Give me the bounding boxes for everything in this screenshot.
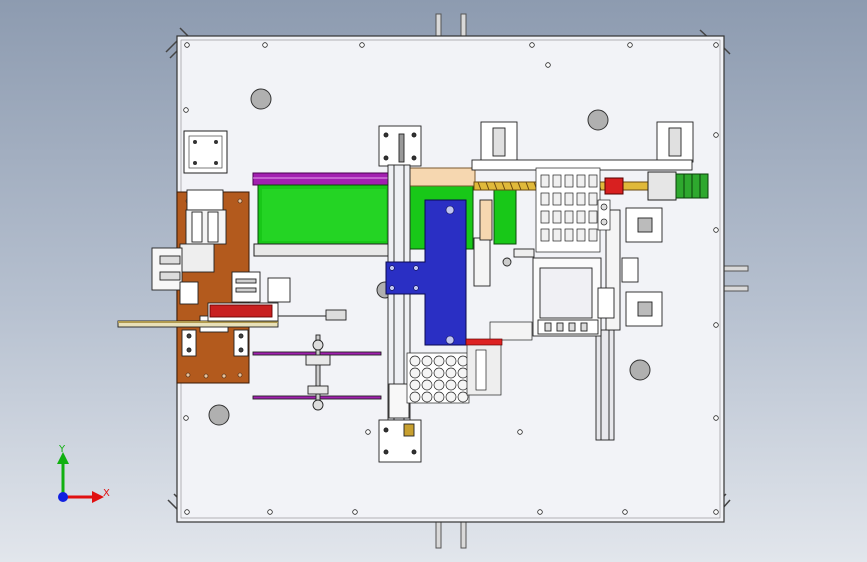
- top-pins: [435, 13, 467, 37]
- top-brackets: [471, 121, 694, 171]
- ball-screw: [473, 171, 709, 201]
- x-axis-label: X: [103, 488, 110, 499]
- y-axis-label: Y: [58, 444, 66, 455]
- blue-carriage: [385, 199, 467, 346]
- coordinate-triad: Y X: [57, 444, 110, 503]
- center-right-housing: [473, 199, 615, 337]
- feed-bar: [117, 302, 347, 328]
- pulley-assembly: [252, 334, 382, 411]
- right-guide-rail: [595, 207, 663, 441]
- parts-tray-lower: [406, 321, 533, 404]
- left-mount-bracket: [183, 130, 228, 174]
- bottom-pins: [435, 521, 467, 549]
- mounting-holes: [208, 88, 651, 426]
- peach-mount-plate: [404, 167, 476, 187]
- right-pins: [723, 265, 749, 292]
- z-axis-dot: [58, 492, 68, 502]
- parts-tray-upper: [535, 167, 611, 253]
